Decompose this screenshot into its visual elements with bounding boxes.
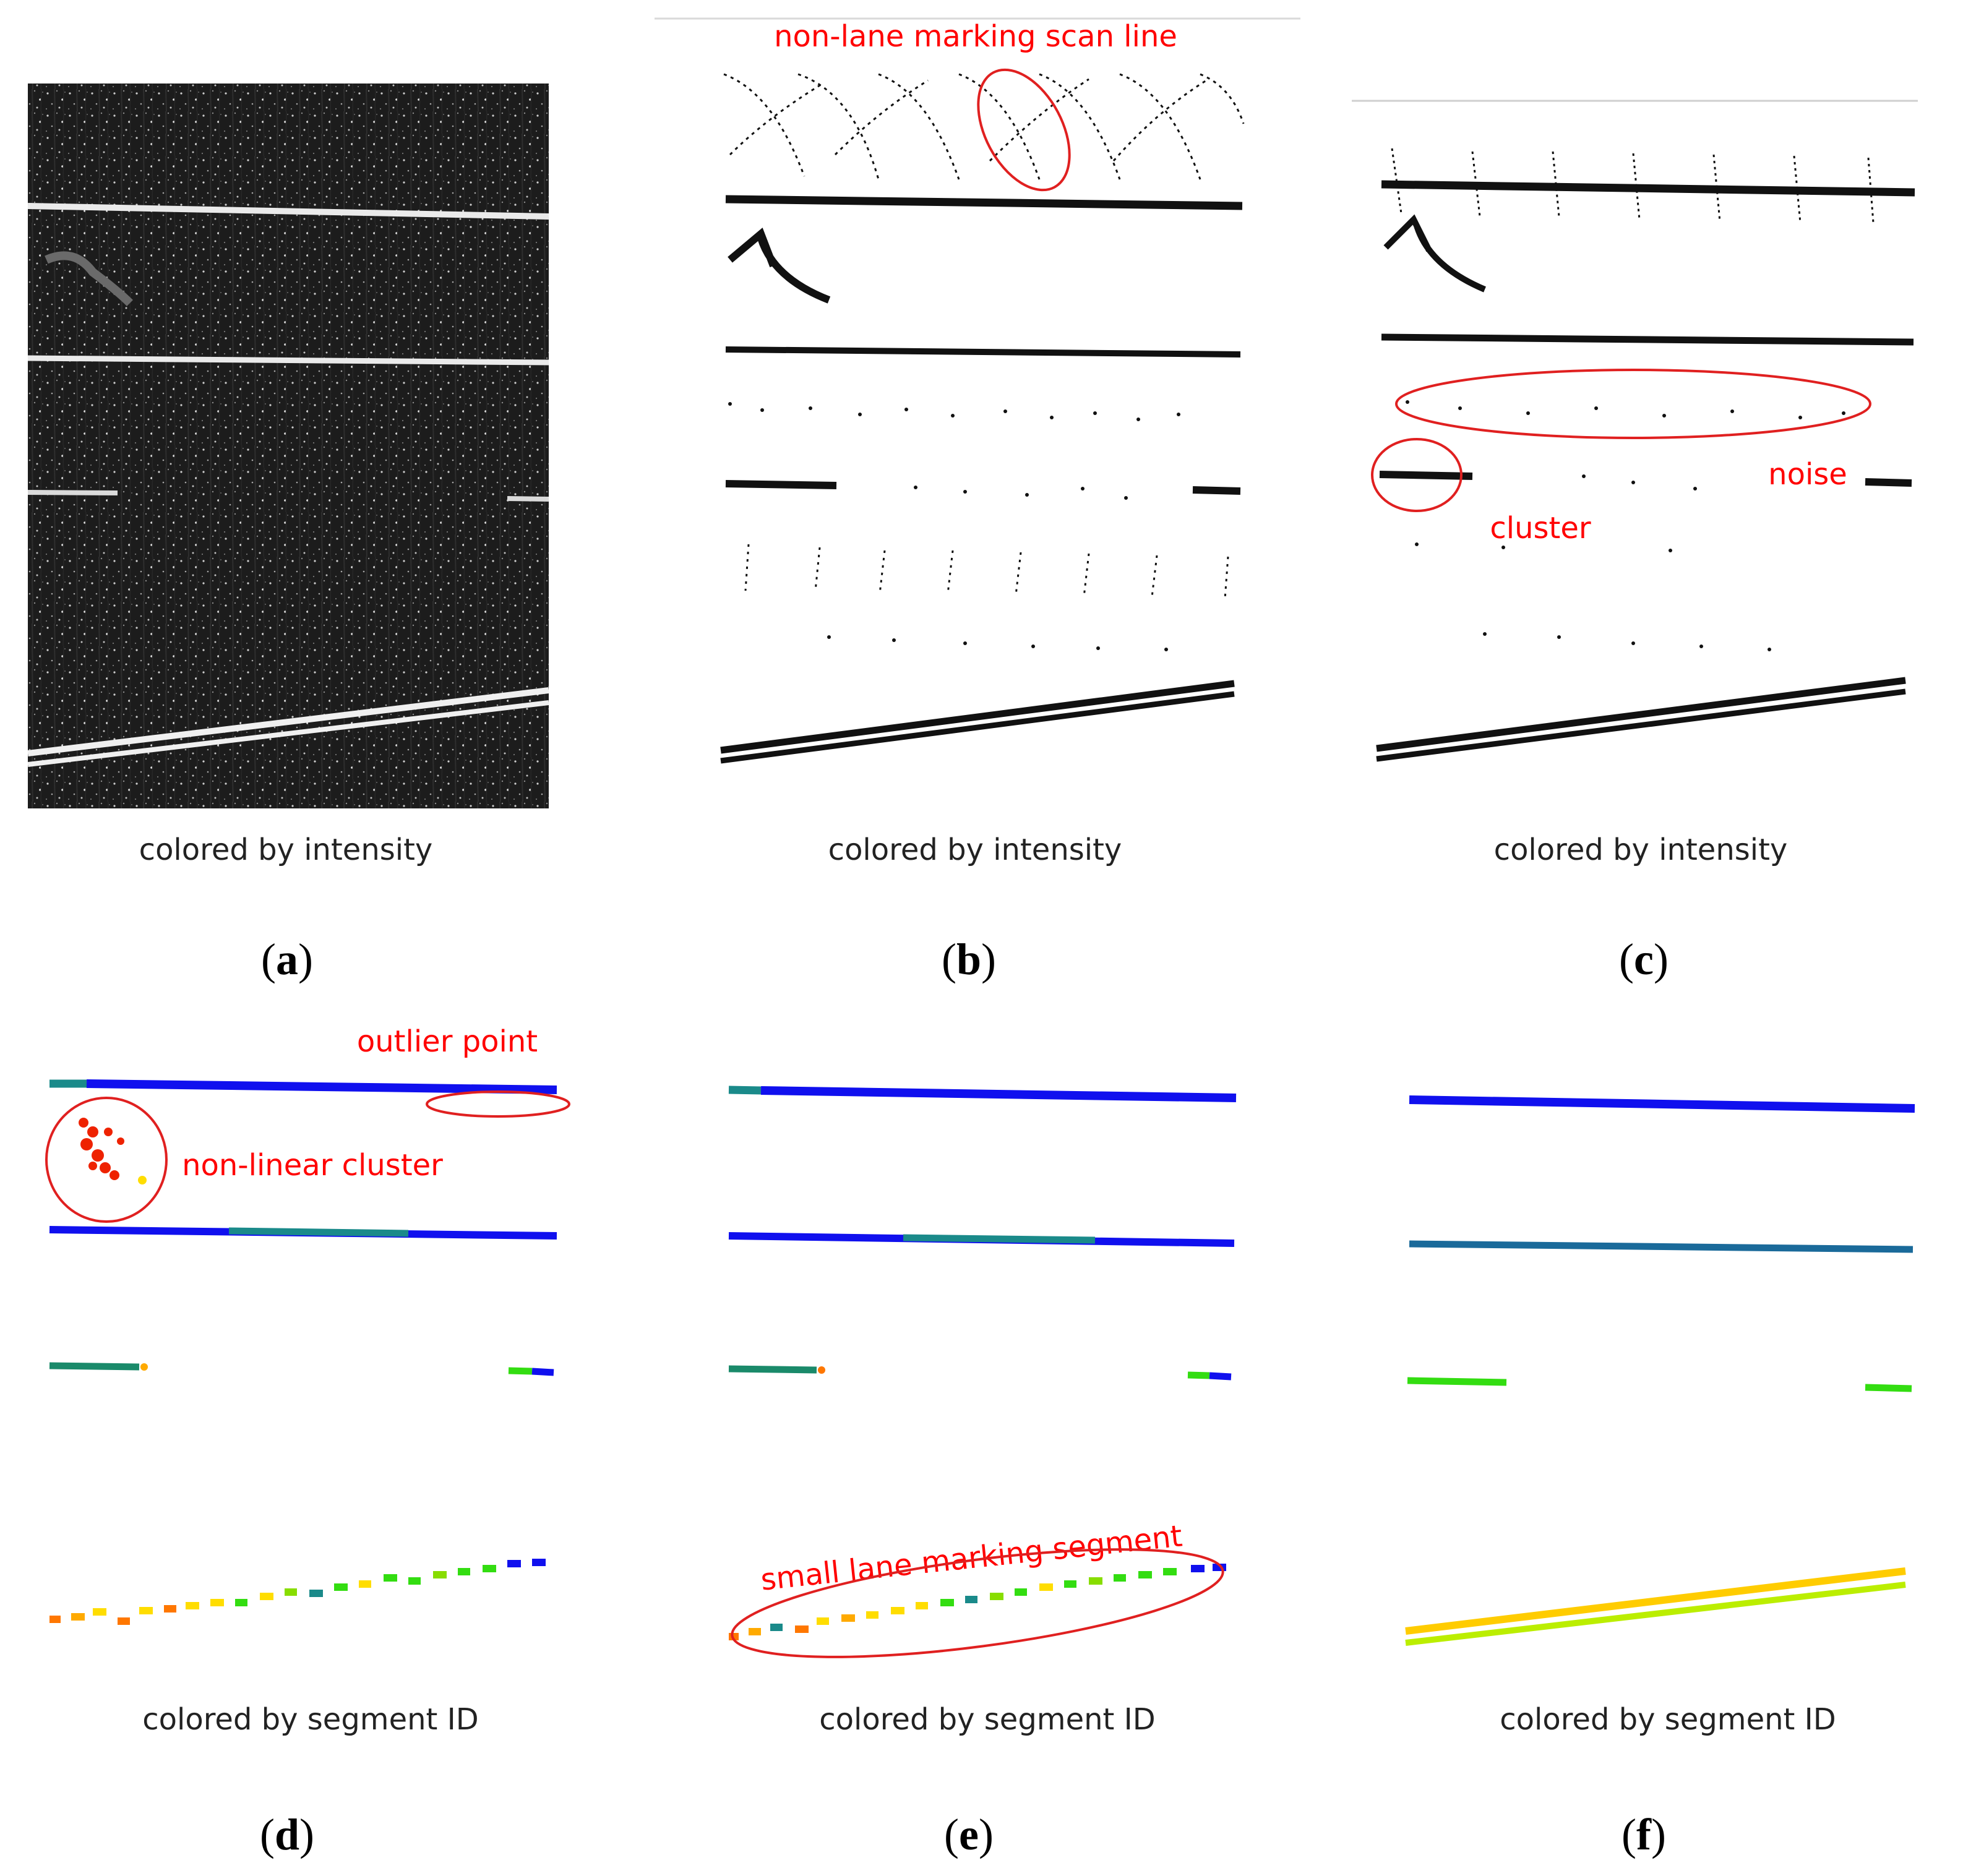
panel-label-f: (f) [1622, 1810, 1666, 1859]
intensity-raster [28, 84, 549, 808]
lane-line-b4b [720, 691, 1235, 764]
lane-line-c1 [1381, 180, 1915, 197]
segment-line-f3b [1865, 1384, 1912, 1392]
scan-dots-b1 [728, 402, 1180, 421]
annotation-cluster: cluster [1490, 511, 1591, 546]
ring-cluster [1371, 438, 1463, 512]
panel-f: colored by segment ID (f) [1405, 1095, 1915, 1859]
outlier-yellow-d [138, 1176, 147, 1184]
segment-line-e3b-green [1187, 1371, 1210, 1379]
noise-dots-c [1406, 400, 1845, 651]
annotation-non-linear: non-linear cluster [182, 1148, 443, 1183]
panel-label-b: (b) [942, 935, 996, 984]
lane-line-b4a [720, 680, 1235, 754]
segment-dot-d3a [140, 1363, 148, 1371]
annotation-scan-line: non-lane marking scan line [774, 19, 1177, 54]
caption-c: colored by intensity [1494, 833, 1788, 867]
small-segments-d [49, 1559, 546, 1625]
panel-letter-c: c [1634, 935, 1654, 984]
panel-letter-d: d [275, 1810, 299, 1859]
caption-d: colored by segment ID [142, 1702, 478, 1737]
panel-label-d: (d) [260, 1810, 314, 1859]
lane-line-b1 [725, 195, 1243, 210]
lane-line-c3b [1865, 478, 1912, 487]
caption-e: colored by segment ID [819, 1702, 1155, 1737]
annotation-outlier: outlier point [357, 1024, 538, 1059]
panel-c: noise cluster colored by intensity (c) [1352, 100, 1918, 984]
scan-ticks-b [744, 544, 1229, 599]
lane-line-b2 [725, 346, 1241, 358]
lane-line-2 [27, 355, 549, 366]
annotation-small-segment: small lane marking segment [759, 1518, 1184, 1597]
arrow-b [728, 227, 831, 304]
arrow-marking [45, 251, 133, 306]
panel-a: colored by intensity (a) [27, 84, 549, 984]
segment-dot-e3a [818, 1366, 825, 1374]
ring-noise [1395, 369, 1871, 439]
caption-a: colored by intensity [139, 833, 433, 867]
non-linear-cluster-d [79, 1118, 124, 1180]
panel-d: outlier point non-linear cluster [45, 1024, 570, 1859]
annotation-noise: noise [1768, 457, 1847, 492]
segment-line-e3a [728, 1365, 817, 1374]
segment-line-f4a [1405, 1567, 1906, 1635]
panel-b: non-lane marking scan line [655, 17, 1300, 984]
lane-line-c4b [1376, 688, 1906, 762]
ring-non-linear [45, 1097, 168, 1223]
lane-line-3a [27, 490, 118, 495]
segment-line-d3a [49, 1362, 140, 1371]
lane-line-4b [27, 700, 549, 767]
caption-f: colored by segment ID [1500, 1702, 1836, 1737]
segment-line-e3b-blue [1209, 1372, 1232, 1381]
arrow-c [1383, 214, 1486, 293]
small-segments-e [729, 1564, 1226, 1640]
lane-line-4a [27, 687, 549, 756]
panel-letter-b: b [956, 935, 981, 984]
panel-letter-f: f [1636, 1810, 1652, 1859]
segment-line-f3a [1407, 1377, 1507, 1386]
caption-b: colored by intensity [828, 833, 1122, 867]
lane-line-1 [27, 203, 549, 220]
panel-letter-a: a [276, 935, 298, 984]
lane-line-c4a [1376, 677, 1906, 752]
segment-line-e2-teal [903, 1234, 1096, 1244]
panel-letter-e: e [959, 1810, 979, 1859]
segment-line-d3b-blue [531, 1368, 554, 1376]
ring-scan-line [977, 68, 1071, 192]
segment-line-e1 [760, 1086, 1237, 1102]
segment-line-f4b [1405, 1582, 1906, 1646]
panel-label-a: (a) [261, 935, 313, 984]
panel-label-e: (e) [944, 1810, 994, 1859]
scan-arcs-b [723, 73, 1245, 180]
segment-line-d2-teal [228, 1227, 409, 1237]
sparse-dots-b [827, 635, 1168, 651]
segment-line-f2 [1409, 1240, 1914, 1253]
lane-line-c2 [1381, 333, 1914, 346]
lane-line-c3a [1379, 471, 1473, 480]
ring-small-segment [731, 1548, 1224, 1658]
segment-line-f1 [1409, 1095, 1915, 1113]
ring-outlier [426, 1090, 570, 1118]
lane-line-b3b [1192, 486, 1241, 495]
panel-e: small lane marking segment colored by se… [728, 1086, 1237, 1859]
scan-dots-b2 [914, 486, 1128, 500]
lane-line-b3a [725, 480, 837, 489]
panel-label-c: (c) [1619, 935, 1669, 984]
segment-line-d1 [86, 1079, 557, 1094]
